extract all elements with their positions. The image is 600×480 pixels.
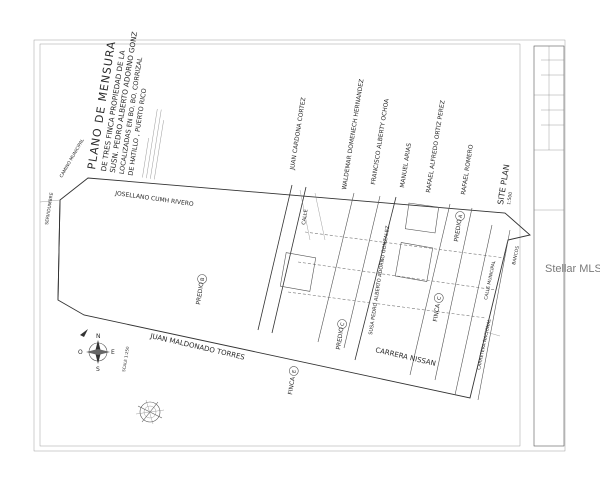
buildings (279, 189, 440, 292)
owner-5: RAFAEL ALFREDO ORTIZ PEREZ (425, 100, 447, 194)
svg-text:E: E (291, 370, 297, 374)
predio-a: PREDIO A (453, 211, 465, 243)
compass-scale: SCALE 1:250 (121, 346, 130, 373)
svg-text:PREDIO: PREDIO (453, 219, 464, 243)
neighbor-top-left: JOSELLANO CUMH RIVERO (114, 190, 195, 208)
svg-text:C: C (436, 296, 443, 301)
sheet-inner-frame (39, 43, 521, 447)
owner-3: FRANCISCO ALBERTY OCHOA (370, 97, 391, 185)
svg-text:C: C (340, 322, 347, 327)
site-plan-scale: 1:500 (506, 191, 514, 205)
svg-text:FINCA: FINCA (287, 376, 297, 396)
sheet-frame (33, 39, 566, 452)
svg-text:FINCA: FINCA (432, 303, 442, 323)
predio-b: PREDIO B (195, 274, 207, 306)
compass-n: N (96, 333, 101, 340)
compass-s: S (96, 366, 100, 373)
owner-2: WALDEMAR DOMENECH HERNANDEZ (341, 79, 365, 191)
owner-4: MANUEL ARIAS (399, 142, 413, 188)
title-block: PLANO DE MENSURA DE TRES FINCA PROPIEDAD… (85, 31, 164, 180)
lot-boundary (39, 177, 531, 401)
finca-c: FINCA C (432, 293, 444, 323)
compass-w: O (78, 349, 83, 356)
finca-e: FINCA E (287, 366, 299, 396)
svg-text:A: A (458, 214, 465, 219)
owner-6: RAFAEL ROMERO (460, 144, 475, 196)
svg-text:PREDIO: PREDIO (195, 282, 206, 306)
left-road-label: SERVIDUMBRE (44, 192, 55, 225)
neighbor-carrera: CARRERA NISSAN (375, 346, 437, 368)
svg-text:B: B (200, 277, 207, 282)
svg-text:PREDIO: PREDIO (335, 327, 346, 351)
watermark: Stellar MLS (545, 263, 600, 275)
predio-c: PREDIO C (335, 319, 347, 351)
compass-rose: N S E O (78, 333, 115, 373)
owner-1: JUAN CARDONA CORTEZ (289, 97, 308, 171)
road-carretera: CARRETERA NACIONAL (476, 318, 493, 370)
north-arrow (80, 329, 88, 337)
left-top-label: CAMINO MUNICIPAL (59, 137, 87, 179)
road-calle: CALLE (301, 209, 309, 225)
title-strip (533, 45, 565, 447)
owner-labels: JUAN CARDONA CORTEZ WALDEMAR DOMENECH HE… (289, 79, 475, 196)
compass-e: E (111, 349, 115, 356)
location-sketch (135, 399, 165, 425)
right-area-label: BANCOS (511, 245, 521, 265)
